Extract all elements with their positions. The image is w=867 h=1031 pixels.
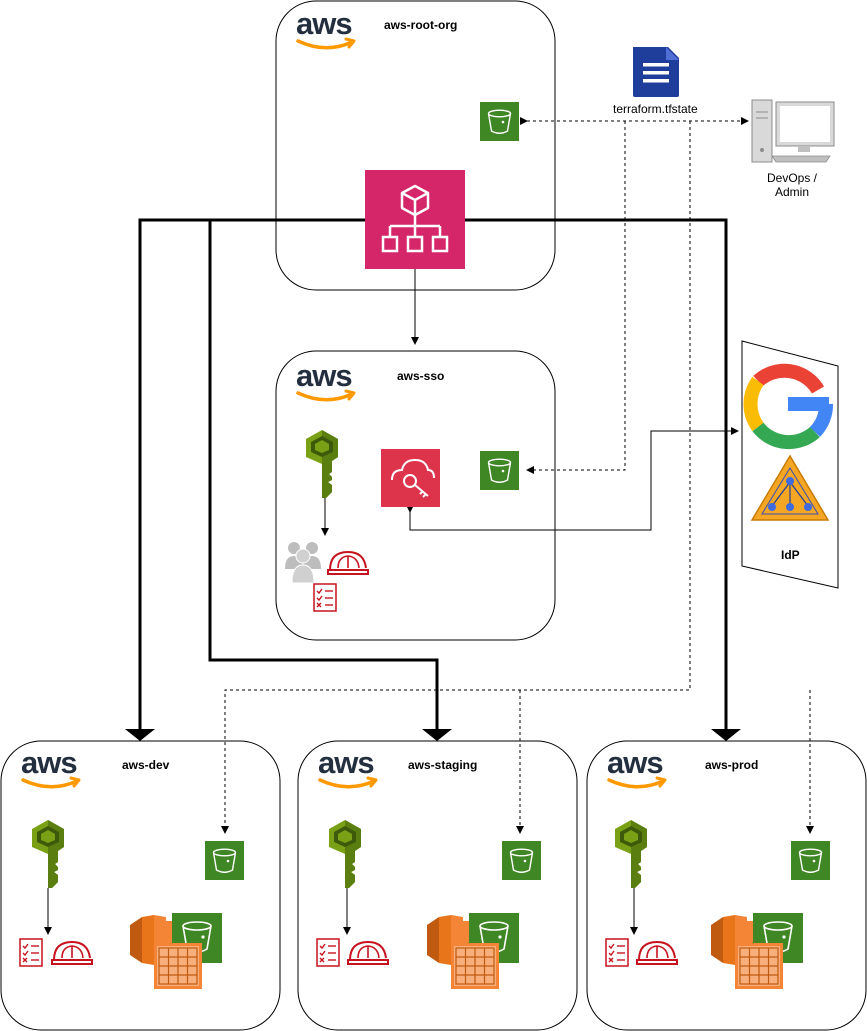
prod-policy-checklist-icon: [605, 938, 629, 967]
sso-policy-checklist-icon: [313, 583, 337, 612]
sso-service-icon: [381, 449, 440, 507]
directory-tree-icon: [750, 454, 830, 521]
idp-label: IdP: [781, 548, 800, 562]
account-label-root-org: aws-root-org: [384, 18, 457, 32]
staging-policy-checklist-icon: [316, 938, 340, 967]
org-connectors: [125, 218, 741, 741]
account-aws-staging: aws-staging: [297, 740, 578, 1031]
organizations-icon: [365, 170, 465, 269]
idp-panel: IdP: [741, 340, 839, 589]
staging-s3-bucket-icon: [501, 840, 542, 881]
admin-label-line2: Admin: [775, 185, 809, 199]
sso-s3-bucket-icon: [479, 450, 520, 491]
account-aws-root-org: aws-root-org: [275, 0, 556, 291]
tfstate-file-icon: [633, 47, 679, 97]
sso-idp-connection: [406, 427, 739, 531]
account-label-sso: aws-sso: [397, 369, 444, 383]
admin-label-line1: DevOps /: [767, 171, 818, 185]
tfstate-label: terraform.tfstate: [613, 102, 698, 116]
google-icon: [743, 363, 833, 450]
account-label-staging: aws-staging: [408, 758, 477, 772]
account-label-prod: aws-prod: [705, 758, 758, 772]
root-s3-bucket-icon: [479, 101, 520, 142]
admin-workstation-icon: [751, 99, 835, 163]
dev-policy-checklist-icon: [19, 938, 43, 967]
account-label-dev: aws-dev: [122, 758, 170, 772]
account-aws-dev: aws-dev: [0, 740, 281, 1031]
dev-s3-bucket-icon: [204, 840, 245, 881]
prod-s3-bucket-icon: [790, 840, 831, 881]
account-aws-prod: aws-prod: [586, 740, 867, 1031]
